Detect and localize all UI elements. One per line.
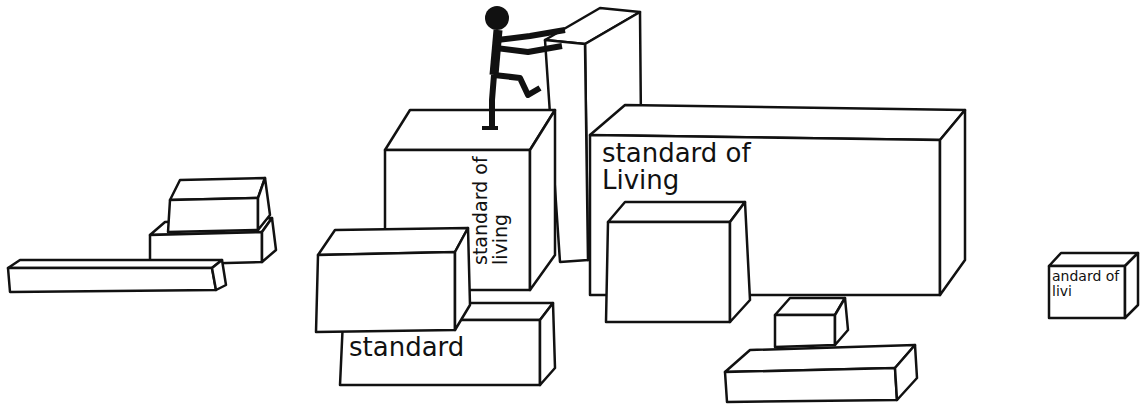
- block-label: standard of Living: [602, 140, 777, 195]
- block-face: [1049, 253, 1138, 266]
- middle-block: [606, 202, 750, 322]
- stick-figure: [482, 6, 565, 128]
- block-face: [940, 110, 965, 295]
- block-face: [385, 110, 555, 150]
- block-label: standard: [349, 334, 534, 361]
- bottom-small-blocks: [725, 298, 917, 402]
- block-face: [1049, 266, 1125, 318]
- left-steps: [8, 178, 276, 292]
- block-face: [540, 303, 555, 385]
- block-label: andard of livi: [1052, 269, 1124, 298]
- block-face: [530, 110, 555, 290]
- block-face: [1125, 253, 1138, 318]
- left-lower-block: [316, 228, 470, 332]
- small-cube: andard of livi: [1045, 250, 1140, 320]
- block-label: standard of living: [471, 147, 511, 265]
